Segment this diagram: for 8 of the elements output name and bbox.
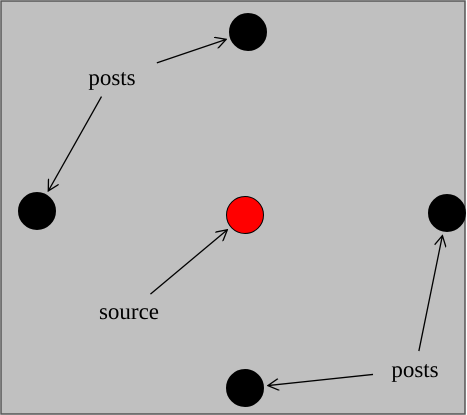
- arrow: [150, 229, 228, 295]
- arrow: [156, 36, 227, 64]
- callout-text: posts: [376, 354, 454, 386]
- callout-text: posts: [70, 62, 154, 94]
- arrow: [267, 374, 374, 392]
- callout-text: source: [82, 296, 176, 328]
- arrow: [418, 234, 447, 352]
- arrow: [48, 96, 102, 192]
